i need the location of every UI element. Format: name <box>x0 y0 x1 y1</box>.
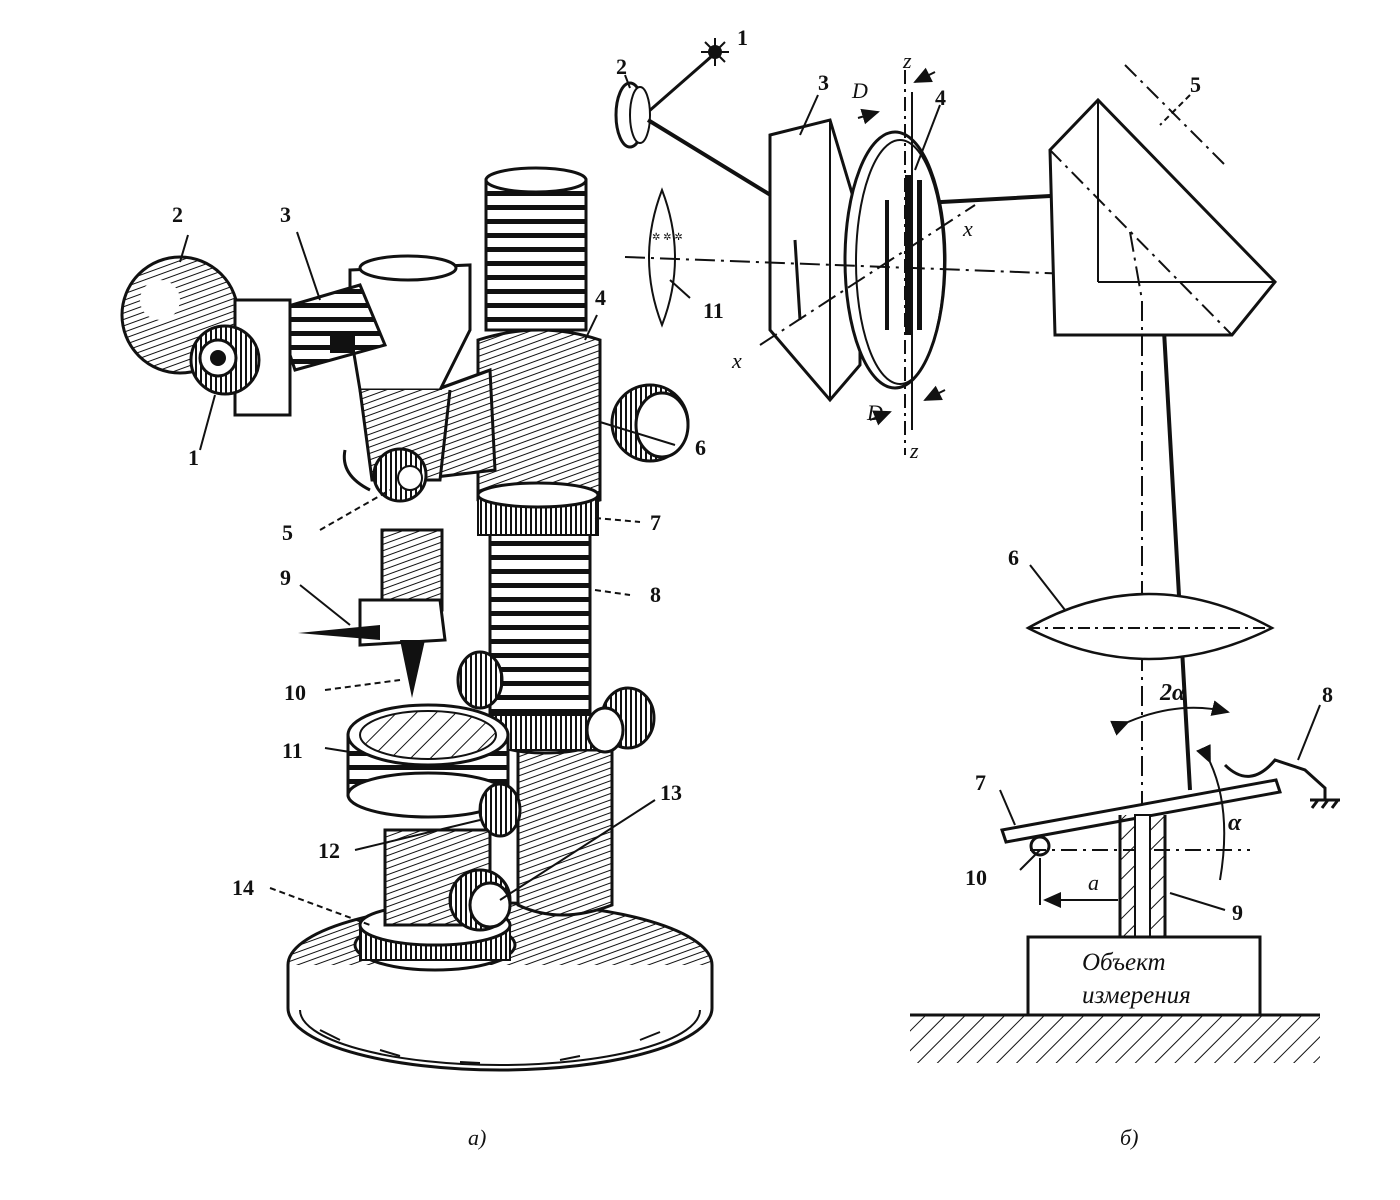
fig-b-label-9: 9 <box>1232 900 1243 925</box>
prism-3 <box>768 118 862 403</box>
fig-b-label-10: 10 <box>965 865 987 890</box>
lens-11: ✲ ✲ ✲ <box>648 187 683 328</box>
column-side-knobs <box>456 650 656 838</box>
fig-b-label-6: 6 <box>1008 545 1019 570</box>
fig-b-leaders <box>624 74 1321 911</box>
rod-9 <box>1118 814 1167 938</box>
fig-a-label-11: 11 <box>282 738 303 763</box>
axis-label-x-left: x <box>731 348 742 373</box>
angle-label-alpha: α <box>1228 810 1242 836</box>
instrument-drawing: 1 2 3 4 5 6 7 8 9 10 11 12 13 14 а) <box>120 166 714 1150</box>
fig-b-label-2: 2 <box>616 54 627 79</box>
fig-a-label-9: 9 <box>280 565 291 590</box>
eyepiece-and-lamp <box>120 255 292 417</box>
object-label-line2: измерения <box>1082 982 1191 1009</box>
axis-label-x-right: x <box>962 216 973 241</box>
fig-a-label-1: 1 <box>188 445 199 470</box>
angle-arcs <box>1110 700 1230 881</box>
figure-b-caption: б) <box>1120 1125 1138 1150</box>
axis-label-z-top: z <box>902 48 912 73</box>
knob-13 <box>448 868 512 932</box>
optical-scheme: ✲ ✲ ✲ <box>614 25 1340 1150</box>
angle-label-2alpha: 2α <box>1159 680 1186 706</box>
svg-text:✲ ✲ ✲: ✲ ✲ ✲ <box>652 232 683 243</box>
mirror-2 <box>614 81 651 149</box>
fig-a-label-12: 12 <box>318 838 340 863</box>
dimension-a <box>1039 858 1118 908</box>
vertical-axis <box>1129 231 1143 1000</box>
fig-b-label-1: 1 <box>737 25 748 50</box>
fig-a-labels: 1 2 3 4 5 6 7 8 9 10 11 12 13 14 <box>172 202 706 900</box>
scale-disc-4 <box>843 70 947 455</box>
spring-8 <box>1223 758 1340 809</box>
fig-a-label-10: 10 <box>284 680 306 705</box>
axis-label-d-bottom: D <box>866 400 883 425</box>
fig-a-label-3: 3 <box>280 202 291 227</box>
fig-a-label-14: 14 <box>232 875 254 900</box>
lamp-source <box>647 38 729 114</box>
eyepiece-tube <box>273 283 388 372</box>
fig-a-label-2: 2 <box>172 202 183 227</box>
fig-a-label-4: 4 <box>595 285 606 310</box>
ground-hatch <box>910 1013 1320 1063</box>
fig-a-label-5: 5 <box>282 520 293 545</box>
clamp-knob-5 <box>342 447 428 503</box>
fig-a-label-13: 13 <box>660 780 682 805</box>
column-ribbed-section <box>488 528 602 755</box>
fig-b-label-11: 11 <box>703 298 724 323</box>
column-top-ribbed <box>484 166 588 332</box>
figure-a-caption: а) <box>468 1125 486 1150</box>
knob-6 <box>610 383 690 463</box>
column-collar <box>476 328 602 536</box>
fig-a-label-8: 8 <box>650 582 661 607</box>
prism-5 <box>1048 64 1278 337</box>
axis-label-d-top: D <box>851 78 868 103</box>
measured-object <box>1026 935 1262 1017</box>
lens-6 <box>1025 592 1275 661</box>
fig-a-label-6: 6 <box>695 435 706 460</box>
fig-b-label-3: 3 <box>818 70 829 95</box>
object-label-line1: Объект <box>1082 949 1166 976</box>
column-base-tube <box>516 748 614 917</box>
fig-b-labels: 1 2 3 4 5 6 7 8 9 10 11 z z D D x x 2α α… <box>616 25 1333 1009</box>
fig-a-label-7: 7 <box>650 510 661 535</box>
lever-7 <box>1000 778 1282 857</box>
fig-b-label-7: 7 <box>975 770 986 795</box>
dimension-label-a: a <box>1088 870 1099 895</box>
fig-b-label-4: 4 <box>935 85 946 110</box>
dimension-arrows <box>857 67 946 426</box>
axis-x-x <box>759 204 976 346</box>
axis-label-z-bottom: z <box>909 438 919 463</box>
fig-a-leaders <box>179 231 676 926</box>
optical-axis <box>624 256 1281 283</box>
probe-holder <box>298 528 447 698</box>
fig-b-label-8: 8 <box>1322 682 1333 707</box>
fig-b-label-5: 5 <box>1190 72 1201 97</box>
stage-table <box>346 703 510 819</box>
